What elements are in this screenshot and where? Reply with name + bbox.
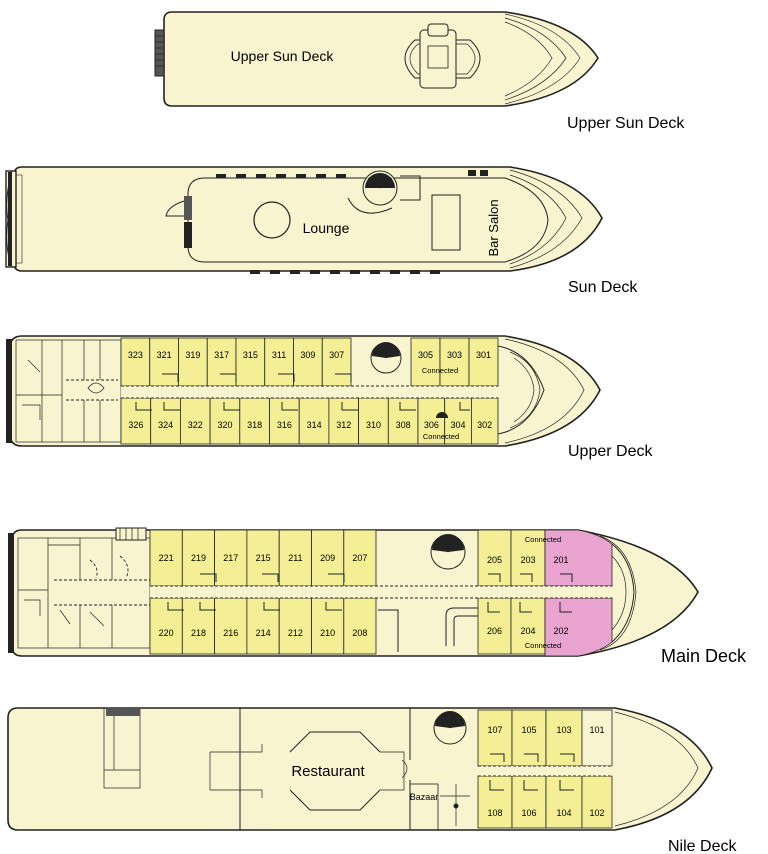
cabin-label: 218 xyxy=(191,628,206,638)
cabin-label: 105 xyxy=(521,725,536,735)
cabin-label: 305 xyxy=(418,350,433,360)
cabin-label: 103 xyxy=(556,725,571,735)
cabin-label: 322 xyxy=(188,420,203,430)
cabin-label: 201 xyxy=(553,555,568,565)
cabin-label: 203 xyxy=(520,555,535,565)
connected-label: Connected xyxy=(422,366,458,375)
connected-label: Connected xyxy=(423,432,459,441)
cabin-label: 307 xyxy=(329,350,344,360)
cabin-label: 309 xyxy=(300,350,315,360)
cabin-label: 302 xyxy=(477,420,492,430)
cabin-label: 217 xyxy=(223,553,238,563)
main-deck xyxy=(8,527,699,657)
cabin-label: 326 xyxy=(128,420,143,430)
cabin-label: 306 xyxy=(424,420,439,430)
connected-label: Connected xyxy=(525,535,561,544)
cabin-label: 101 xyxy=(589,725,604,735)
cabin-label: 214 xyxy=(256,628,271,638)
main-deck-title: Main Deck xyxy=(661,646,747,666)
upper-deck-labels: 323 321 319 317 315 311 309 307 305 303 … xyxy=(128,350,492,441)
cabin-label: 102 xyxy=(589,808,604,818)
cabin-label: 317 xyxy=(214,350,229,360)
cabin-label: 320 xyxy=(217,420,232,430)
cabin-label: 219 xyxy=(191,553,206,563)
bar-salon-label: Bar Salon xyxy=(486,199,501,256)
upper-sun-deck-title: Upper Sun Deck xyxy=(567,115,685,132)
cabin-label: 207 xyxy=(352,553,367,563)
cabin-label: 314 xyxy=(307,420,322,430)
cabin-label: 316 xyxy=(277,420,292,430)
nile-deck xyxy=(7,707,713,831)
cabin-label: 324 xyxy=(158,420,173,430)
connected-label: Connected xyxy=(525,641,561,650)
bazaar-label: Bazaar xyxy=(410,792,439,802)
cabin-label: 107 xyxy=(487,725,502,735)
cabin-label: 308 xyxy=(396,420,411,430)
sun-deck-title: Sun Deck xyxy=(568,279,638,296)
cabin-label: 210 xyxy=(320,628,335,638)
cabin-label: 206 xyxy=(487,626,502,636)
cabin-label: 319 xyxy=(185,350,200,360)
main-deck-cabins-top xyxy=(149,529,613,587)
upper-deck-title: Upper Deck xyxy=(568,443,653,460)
restaurant-label: Restaurant xyxy=(291,763,365,780)
sun-deck: Lounge Bar Salon xyxy=(5,166,603,274)
cabin-label: 310 xyxy=(366,420,381,430)
cabin-label: 323 xyxy=(128,350,143,360)
cabin-label: 204 xyxy=(520,626,535,636)
cabin-label: 205 xyxy=(487,555,502,565)
upper-sun-deck: Upper Sun Deck xyxy=(154,11,599,107)
cabin-label: 208 xyxy=(352,628,367,638)
cabin-label: 318 xyxy=(247,420,262,430)
cabin-label: 202 xyxy=(553,626,568,636)
upper-sun-area-label: Upper Sun Deck xyxy=(231,48,335,64)
cabin-label: 321 xyxy=(157,350,172,360)
cabin-label: 303 xyxy=(447,350,462,360)
cabin-label: 216 xyxy=(223,628,238,638)
cabin-label: 304 xyxy=(450,420,465,430)
cabin-label: 220 xyxy=(159,628,174,638)
nile-deck-cabins-bottom xyxy=(477,775,613,829)
cabin-label: 315 xyxy=(243,350,258,360)
cabin-label: 108 xyxy=(487,808,502,818)
cabin-label: 209 xyxy=(320,553,335,563)
upper-deck xyxy=(6,335,601,447)
cabin-label: 106 xyxy=(521,808,536,818)
nile-deck-title: Nile Deck xyxy=(668,838,737,854)
lounge-label: Lounge xyxy=(303,220,350,236)
upper-deck-cabins-bottom xyxy=(120,397,499,445)
cabin-label: 221 xyxy=(159,553,174,563)
nile-deck-labels: Restaurant Bazaar 107 105 103 101 108 10… xyxy=(291,725,604,818)
cabin-label: 312 xyxy=(336,420,351,430)
cabin-label: 104 xyxy=(556,808,571,818)
cabin-label: 311 xyxy=(272,350,286,360)
main-deck-labels: 221 219 217 215 211 209 207 205 203 201 … xyxy=(159,535,569,650)
cabin-label: 211 xyxy=(288,553,302,563)
cabin-label: 301 xyxy=(476,350,491,360)
nile-deck-cabins-top xyxy=(477,709,613,767)
cabin-label: 215 xyxy=(256,553,271,563)
cabin-label: 212 xyxy=(288,628,303,638)
